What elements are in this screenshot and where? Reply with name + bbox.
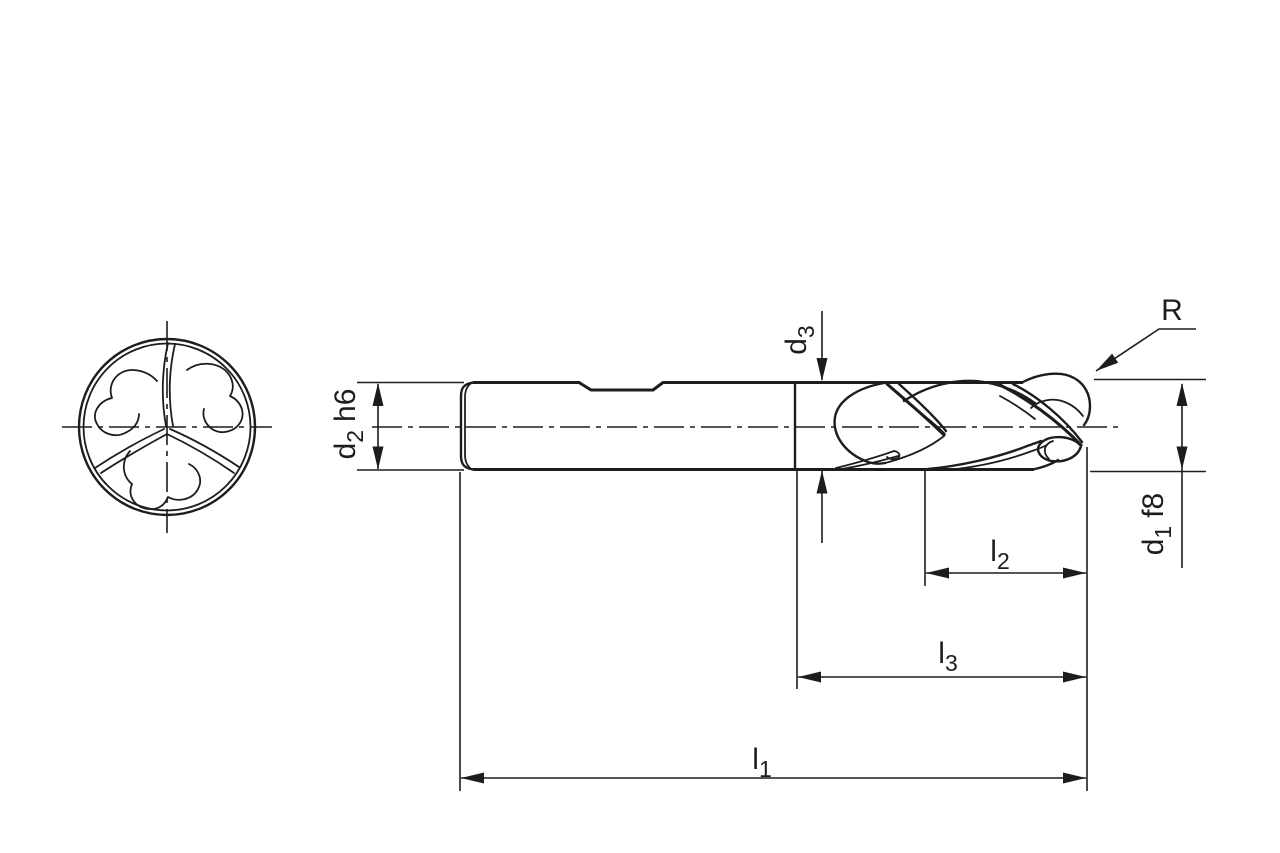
arrowhead <box>816 358 828 381</box>
arrowhead <box>372 446 384 470</box>
arrowhead <box>1063 567 1086 579</box>
dimension-d3: d3 <box>780 311 828 543</box>
tip-lobe <box>1036 435 1083 463</box>
side-view <box>372 372 1118 471</box>
dimension-l3: l3 <box>796 471 1086 689</box>
arrowhead <box>926 567 949 579</box>
dimension-l1: l1 <box>459 472 1086 791</box>
arrowhead <box>1096 353 1119 371</box>
shank-outline <box>459 381 1035 471</box>
dimension-r: R <box>1095 294 1196 372</box>
shank-left-cap-inner <box>464 383 471 469</box>
shank-left-cap <box>459 381 476 471</box>
front-flute-edges <box>94 342 240 474</box>
dimension-d1: d1f8 <box>1090 378 1206 568</box>
label-l1: l1 <box>752 743 771 782</box>
tip-petal <box>1020 372 1092 427</box>
arrowhead <box>816 470 828 494</box>
label-l2: l2 <box>990 535 1009 574</box>
label-d2-h6: d2h6 <box>329 389 368 460</box>
label-r: R <box>1161 294 1183 327</box>
tip-gash <box>1030 398 1084 417</box>
label-l3: l3 <box>938 637 957 676</box>
arrowhead <box>1176 446 1188 470</box>
shank-top-edge-with-flat <box>472 381 1024 392</box>
flute-lower-edge <box>884 435 945 464</box>
flute-arch <box>902 379 1038 406</box>
front-view <box>62 321 272 533</box>
dimension-d2: d2h6 <box>329 381 464 471</box>
front-outer-circle <box>77 337 257 517</box>
arrowhead <box>372 383 384 406</box>
arrowhead <box>461 772 484 784</box>
dimensions: d2h6 d3 d1f8 R <box>329 294 1206 791</box>
label-d3: d3 <box>780 325 819 354</box>
cutting-head <box>833 372 1092 471</box>
label-d1-f8: d1f8 <box>1137 493 1176 556</box>
dimension-l2: l2 <box>924 471 1086 586</box>
arrowhead <box>1063 671 1086 683</box>
arrowhead <box>798 671 821 683</box>
arrowhead <box>1176 383 1188 406</box>
flute-left-cap <box>833 381 887 465</box>
arrowhead <box>1063 772 1086 784</box>
front-relief-contours <box>94 362 244 510</box>
